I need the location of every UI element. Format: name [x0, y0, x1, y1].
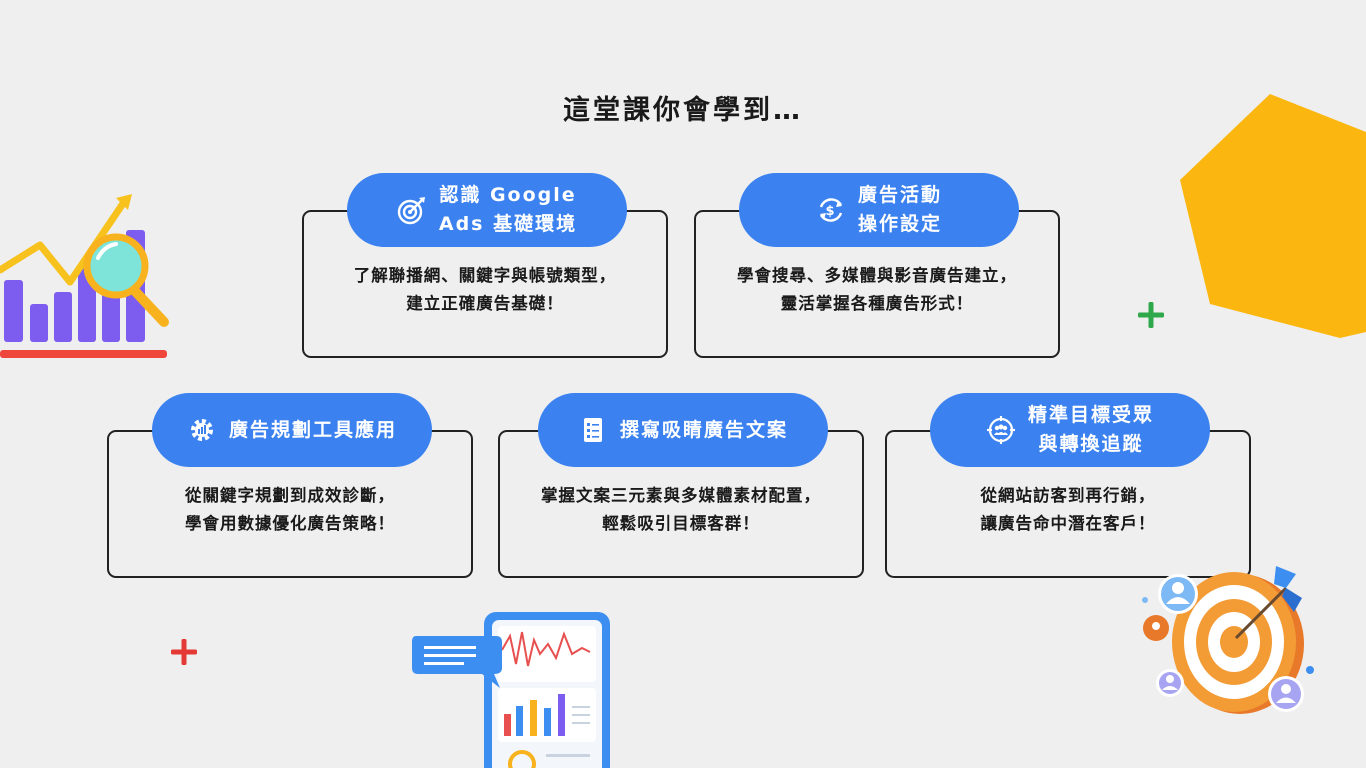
audience-target-icon: [986, 416, 1015, 444]
card-title-audience-targeting: 精準目標受眾 與轉換追蹤: [930, 393, 1210, 467]
gear-chart-icon: [190, 419, 213, 441]
document-icon: [583, 418, 602, 442]
card-title-google-ads-basics: 認識 Google Ads 基礎環境: [347, 173, 627, 247]
card-title-campaign-settings: $ 廣告活動 操作設定: [739, 173, 1019, 247]
dollar-cycle-icon: $: [819, 198, 843, 222]
growth-chart-illustration: [0, 194, 169, 358]
plus-icon-green: [1138, 302, 1164, 328]
card-description: 了解聯播網、關鍵字與帳號類型， 建立正確廣告基礎！: [353, 266, 617, 313]
card-description: 學會搜尋、多媒體與影音廣告建立， 靈活掌握各種廣告形式！: [737, 266, 1017, 313]
svg-text:$: $: [825, 204, 836, 219]
card-description: 從網站訪客到再行銷， 讓廣告命中潛在客戶！: [980, 486, 1156, 533]
hexagon-decoration: [1180, 94, 1366, 338]
target-icon: [397, 197, 425, 225]
page-title: 這堂課你會學到…: [563, 95, 803, 126]
phone-analytics-illustration: [412, 612, 610, 768]
plus-icon-red: [171, 639, 197, 665]
dartboard-illustration: [1142, 566, 1314, 714]
card-title-planning-tools: 廣告規劃工具應用: [152, 393, 432, 467]
card-description: 從關鍵字規劃到成效診斷， 學會用數據優化廣告策略！: [185, 486, 395, 533]
card-title-ad-copywriting: 撰寫吸睛廣告文案: [538, 393, 828, 467]
card-description: 掌握文案三元素與多媒體素材配置， 輕鬆吸引目標客群！: [541, 486, 821, 533]
